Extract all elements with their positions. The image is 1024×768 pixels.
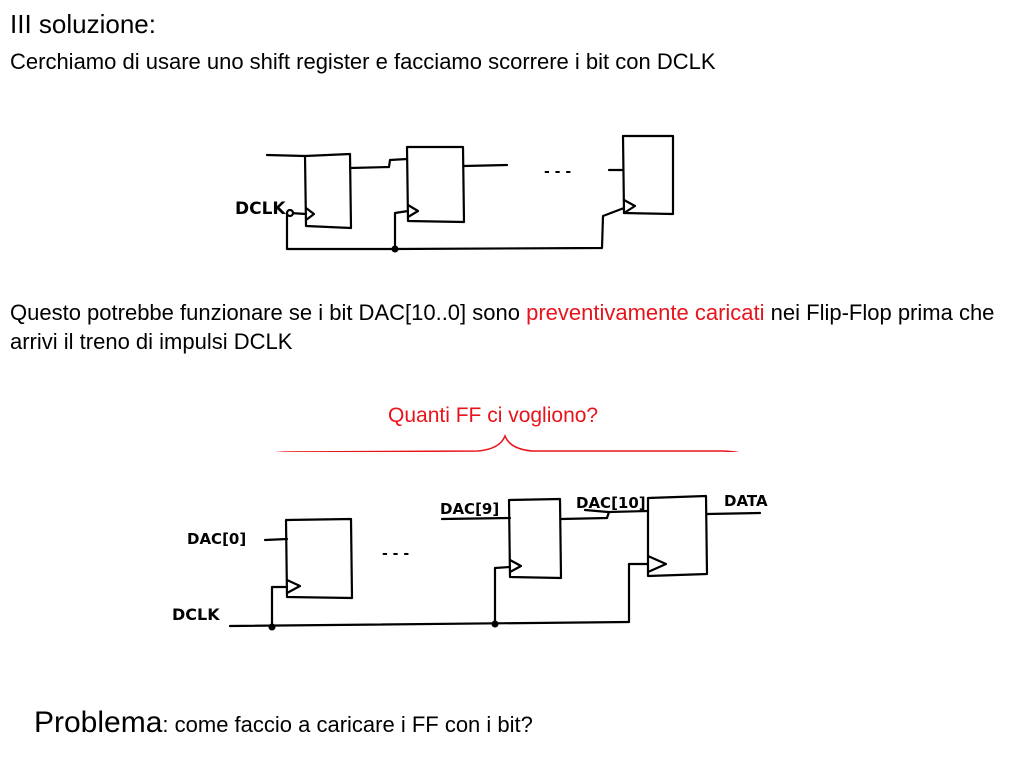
flip-flop-2: [405, 145, 466, 224]
ff1-to-ff2-wire: [348, 157, 409, 170]
ff10-out-wire: [705, 511, 762, 516]
clock-branch-ff10: [627, 562, 650, 624]
slide-title: III soluzione:: [10, 9, 156, 39]
problem-statement: Problema: come faccio a caricare i FF co…: [34, 703, 533, 748]
slide-subtitle: Cerchiamo di usare uno shift register e …: [10, 49, 716, 74]
flip-flop-1: [303, 152, 353, 230]
dac9-label: DAC[9]: [440, 500, 499, 518]
dclk-label-2: DCLK: [172, 605, 220, 624]
explanation-paragraph: Questo potrebbe funzionare se i bit DAC[…: [10, 298, 1000, 356]
dac10-in-wire: [583, 508, 610, 514]
clock-junction-dot-1: [268, 623, 276, 631]
flip-flop-dac10: [646, 494, 709, 578]
ff0-data-in-wire: [263, 537, 289, 542]
ff1-clock-triangle: [304, 206, 316, 222]
flip-flop-dac0: [284, 517, 354, 600]
diagram-2-drawing: DAC[0] DAC[9] DAC[10] DATA DCLK - - -: [172, 492, 768, 631]
clock-branch-ff0: [270, 585, 289, 629]
problem-text: : come faccio a caricare i FF con i bit?: [162, 712, 533, 737]
ff2-clock-triangle: [406, 203, 420, 219]
question-text: Quanti FF ci vogliono?: [388, 404, 599, 427]
diagram-1-drawing: DCLK - - -: [235, 134, 675, 253]
clock-branch-ff9: [493, 565, 512, 626]
shift-register-diagram-2: DAC[0] DAC[9] DAC[10] DATA DCLK - - -: [120, 452, 848, 678]
shift-register-diagram-1: DCLK - - -: [97, 118, 825, 276]
dclk-label-1: DCLK: [235, 199, 286, 219]
clock-branch-ff2: [393, 209, 410, 251]
ff9-to-ff10-wire: [559, 509, 650, 521]
clock-junction-dot: [391, 245, 399, 253]
ff3-clock-triangle: [622, 198, 637, 215]
clock-junction-dot-2: [491, 620, 499, 628]
ff2-out-wire: [462, 163, 509, 168]
ff9-clock-triangle: [508, 558, 523, 574]
data-output-label: DATA: [724, 492, 768, 510]
dac10-label: DAC[10]: [576, 494, 646, 512]
ff9-data-in-wire: [440, 516, 512, 521]
flip-flop-dac9: [507, 497, 563, 580]
explanation-text-1: Questo potrebbe funzionare se i bit DAC[…: [10, 300, 527, 325]
ff10-clock-triangle: [646, 554, 668, 574]
ff1-data-in-wire: [265, 153, 307, 158]
clock-in-wire: [228, 620, 631, 628]
explanation-text-2: nei Flip-Flop prima che arrivi il treno …: [10, 300, 995, 354]
ellipsis-2: - - -: [382, 546, 409, 562]
highlight-preloaded: preventivamente caricati: [526, 300, 765, 325]
flip-flop-3: [621, 134, 675, 216]
dac0-label: DAC[0]: [187, 530, 246, 548]
ff0-clock-triangle: [285, 578, 302, 595]
ellipsis-1: - - -: [544, 164, 571, 180]
problem-label: Problema: [34, 706, 163, 739]
clock-input-bubble: [285, 208, 295, 218]
